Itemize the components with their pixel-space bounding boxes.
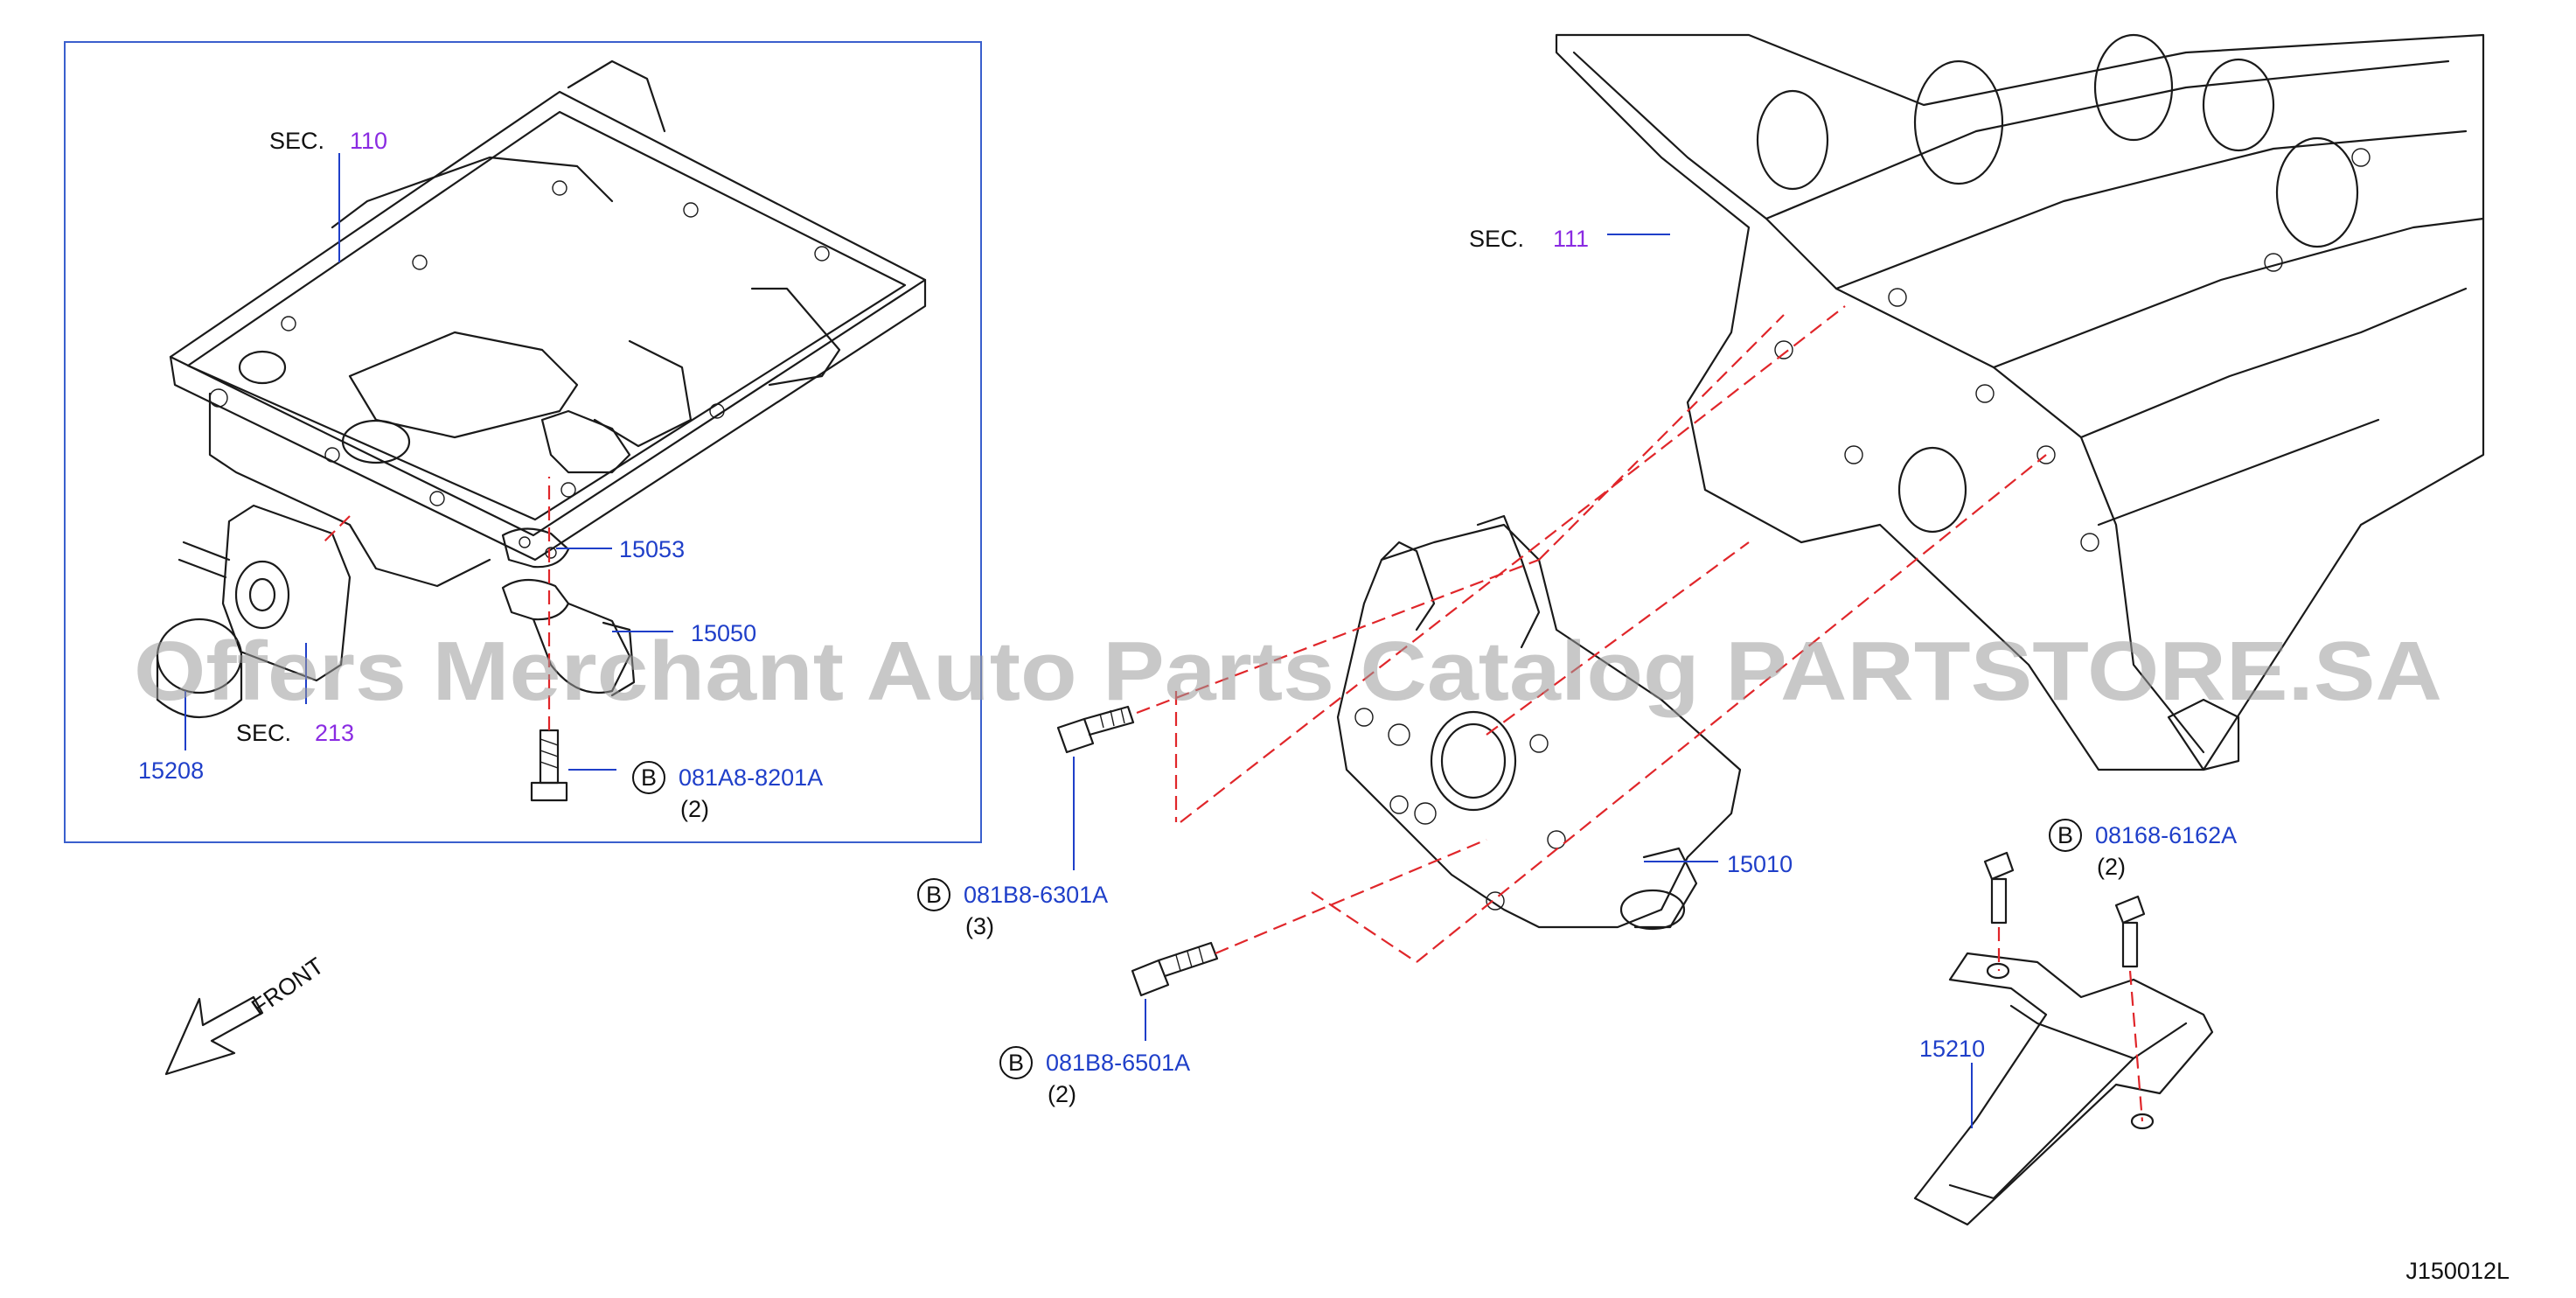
bolt-badge-letter: B <box>926 882 942 908</box>
bolt-081A8-drawing <box>530 729 568 802</box>
diagram-id: J150012L <box>2405 1258 2510 1284</box>
oil-filter-drawing <box>156 504 352 718</box>
bolt-part-number[interactable]: 08168-6162A <box>2095 822 2237 848</box>
section-ref-number[interactable]: 110 <box>350 128 387 154</box>
bolt-badge <box>632 761 665 794</box>
bolt-part-number[interactable]: 081A8-8201A <box>679 764 823 791</box>
bolt-quantity: (2) <box>1048 1081 1076 1107</box>
bolt-part-number[interactable]: 081B8-6301A <box>964 882 1108 908</box>
bolt-badge <box>999 1046 1033 1079</box>
section-ref-110[interactable]: SEC. 110 <box>269 128 387 154</box>
alignment-lines <box>1136 305 2047 963</box>
section-ref-number[interactable]: 213 <box>315 720 354 746</box>
bolt-badge-letter: B <box>641 764 657 791</box>
bolt-081B8-6501A-drawing <box>1131 941 1219 997</box>
baffle-plate-drawing <box>1913 851 2214 1226</box>
front-label: FRONT <box>247 953 328 1021</box>
part-number-15208[interactable]: 15208 <box>138 757 204 784</box>
section-ref-213[interactable]: SEC. 213 <box>236 720 354 746</box>
bolt-badge-letter: B <box>1008 1050 1024 1076</box>
section-ref-number[interactable]: 111 <box>1553 226 1589 252</box>
section-ref-prefix: SEC. <box>1469 226 1524 252</box>
engine-block-drawing <box>1555 33 2485 771</box>
bolt-badge <box>917 878 950 911</box>
bolt-badge-letter: B <box>2057 822 2073 848</box>
bolt-callout-081B8-6301A[interactable]: B 081B8-6301A (3) <box>917 878 1108 939</box>
section-ref-prefix: SEC. <box>236 720 291 746</box>
bolt-081B8-6301A-drawing <box>1056 705 1135 754</box>
section-ref-111[interactable]: SEC. 111 <box>1469 226 1589 252</box>
part-number-15050[interactable]: 15050 <box>691 620 756 646</box>
bolt-callout-081A8-8201A[interactable]: B 081A8-8201A (2) <box>632 761 823 822</box>
bolt-quantity: (3) <box>965 913 994 939</box>
leader-lines <box>184 153 1973 1128</box>
gasket-strainer-drawing <box>501 527 636 697</box>
watermark-text: Offers Merchant Auto Parts Catalog PARTS… <box>134 625 2442 718</box>
part-number-15210[interactable]: 15210 <box>1919 1036 1985 1062</box>
bolt-quantity: (2) <box>680 796 709 822</box>
oil-pan-drawing <box>169 59 927 588</box>
bolt-badge <box>2049 819 2082 852</box>
section-ref-prefix: SEC. <box>269 128 324 154</box>
bolt-part-number[interactable]: 081B8-6501A <box>1046 1050 1190 1076</box>
part-number-15010[interactable]: 15010 <box>1727 851 1793 877</box>
inset-frame <box>64 41 982 843</box>
bolt-callout-081B8-6501A[interactable]: B 081B8-6501A (2) <box>999 1046 1190 1107</box>
oil-pump-drawing <box>1336 514 1742 931</box>
bolt-callout-08168-6162A[interactable]: B 08168-6162A (2) <box>2049 819 2237 880</box>
bolt-quantity: (2) <box>2097 854 2126 880</box>
front-direction-arrow <box>164 995 264 1076</box>
part-number-15053[interactable]: 15053 <box>619 536 685 562</box>
